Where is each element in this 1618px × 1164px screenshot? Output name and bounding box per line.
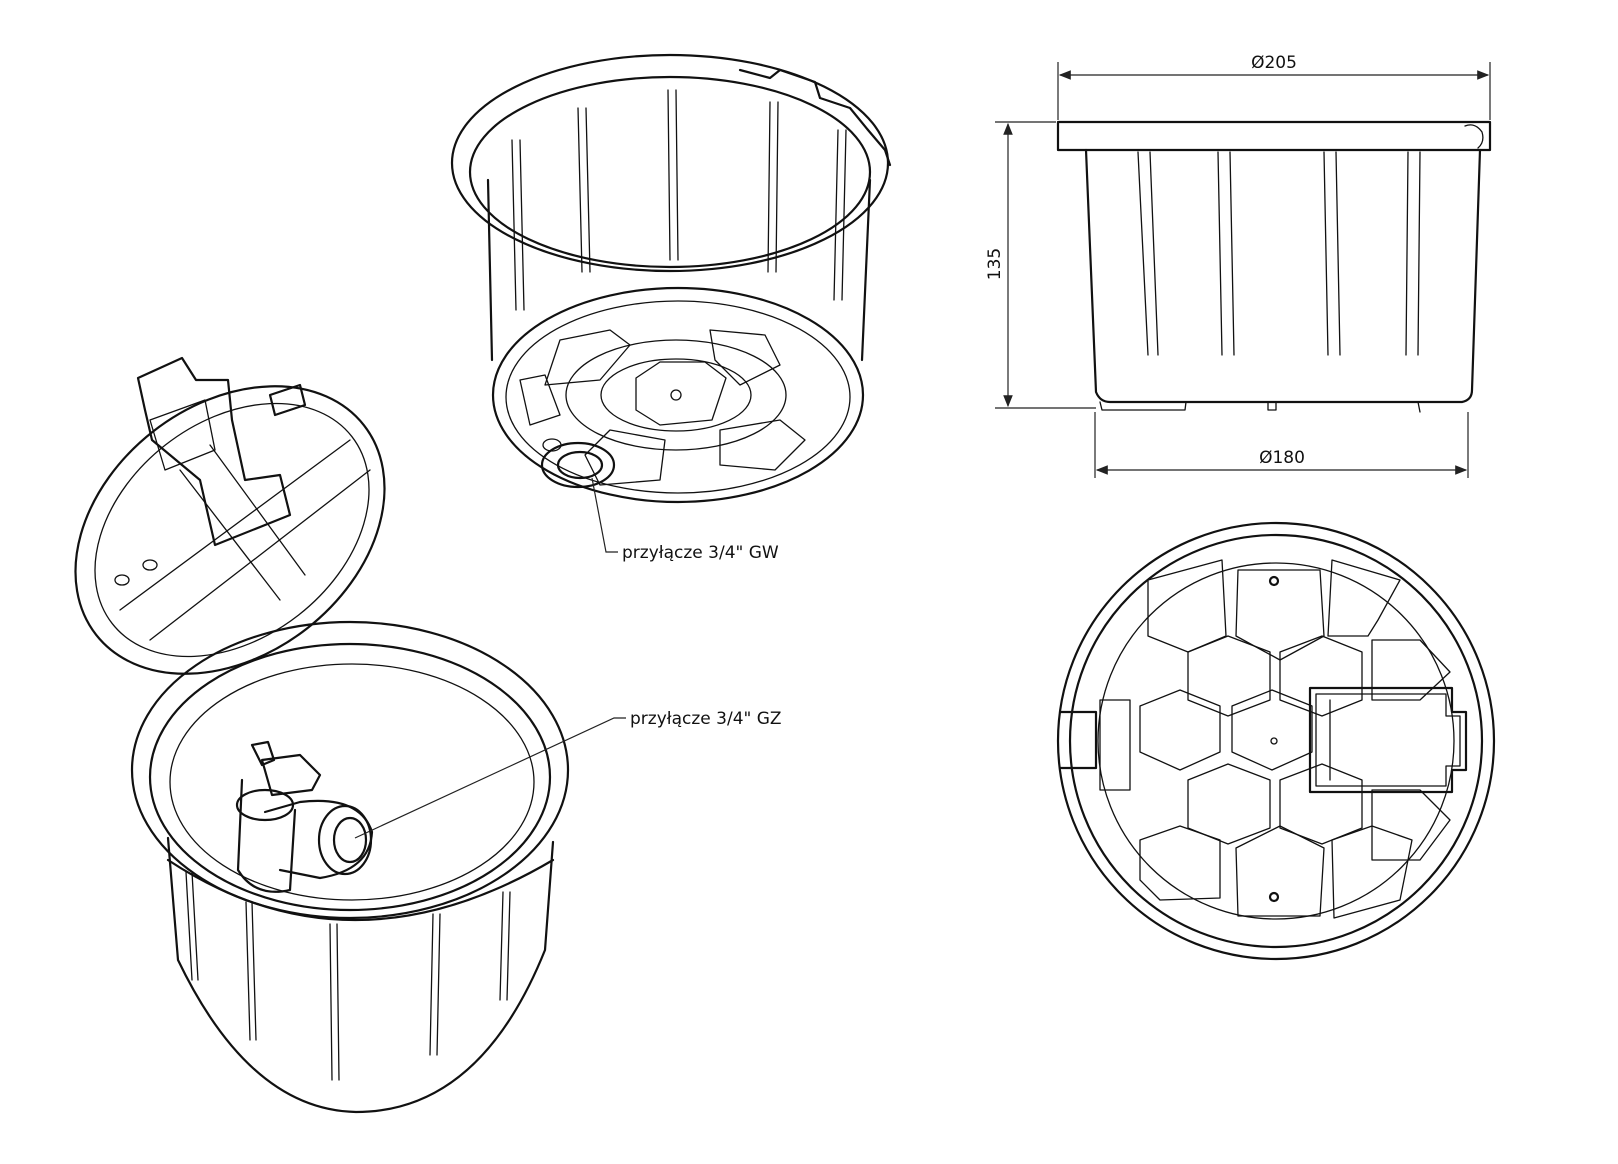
lid-honeycomb xyxy=(1099,559,1451,919)
bottom-diameter-label: Ø180 xyxy=(1259,448,1305,468)
open-box-view xyxy=(74,356,570,1114)
base-honeycomb xyxy=(519,329,806,486)
height-label: 135 xyxy=(985,248,1005,280)
callout-gz-label: przyłącze 3/4" GZ xyxy=(630,709,782,729)
outer-ribs xyxy=(185,871,511,1081)
callout-gw-label: przyłącze 3/4" GW xyxy=(622,543,779,563)
side-ribs xyxy=(1137,151,1421,356)
top-view-lid xyxy=(1056,521,1496,961)
bottom-connection xyxy=(540,438,616,489)
inverted-box-view xyxy=(450,53,892,504)
dimension-bottom-diameter: Ø180 xyxy=(1094,412,1469,478)
top-diameter-label: Ø205 xyxy=(1251,53,1297,73)
dimension-top-diameter: Ø205 xyxy=(1057,53,1491,120)
callout-gw: przyłącze 3/4" GW xyxy=(591,477,779,563)
dimension-height: 135 xyxy=(985,121,1096,409)
callout-gz: przyłącze 3/4" GZ xyxy=(354,709,782,839)
side-view xyxy=(1056,120,1492,413)
lid-opening xyxy=(1308,686,1468,794)
open-lid xyxy=(74,356,386,675)
body-ribs xyxy=(511,89,847,311)
valve xyxy=(235,740,374,893)
